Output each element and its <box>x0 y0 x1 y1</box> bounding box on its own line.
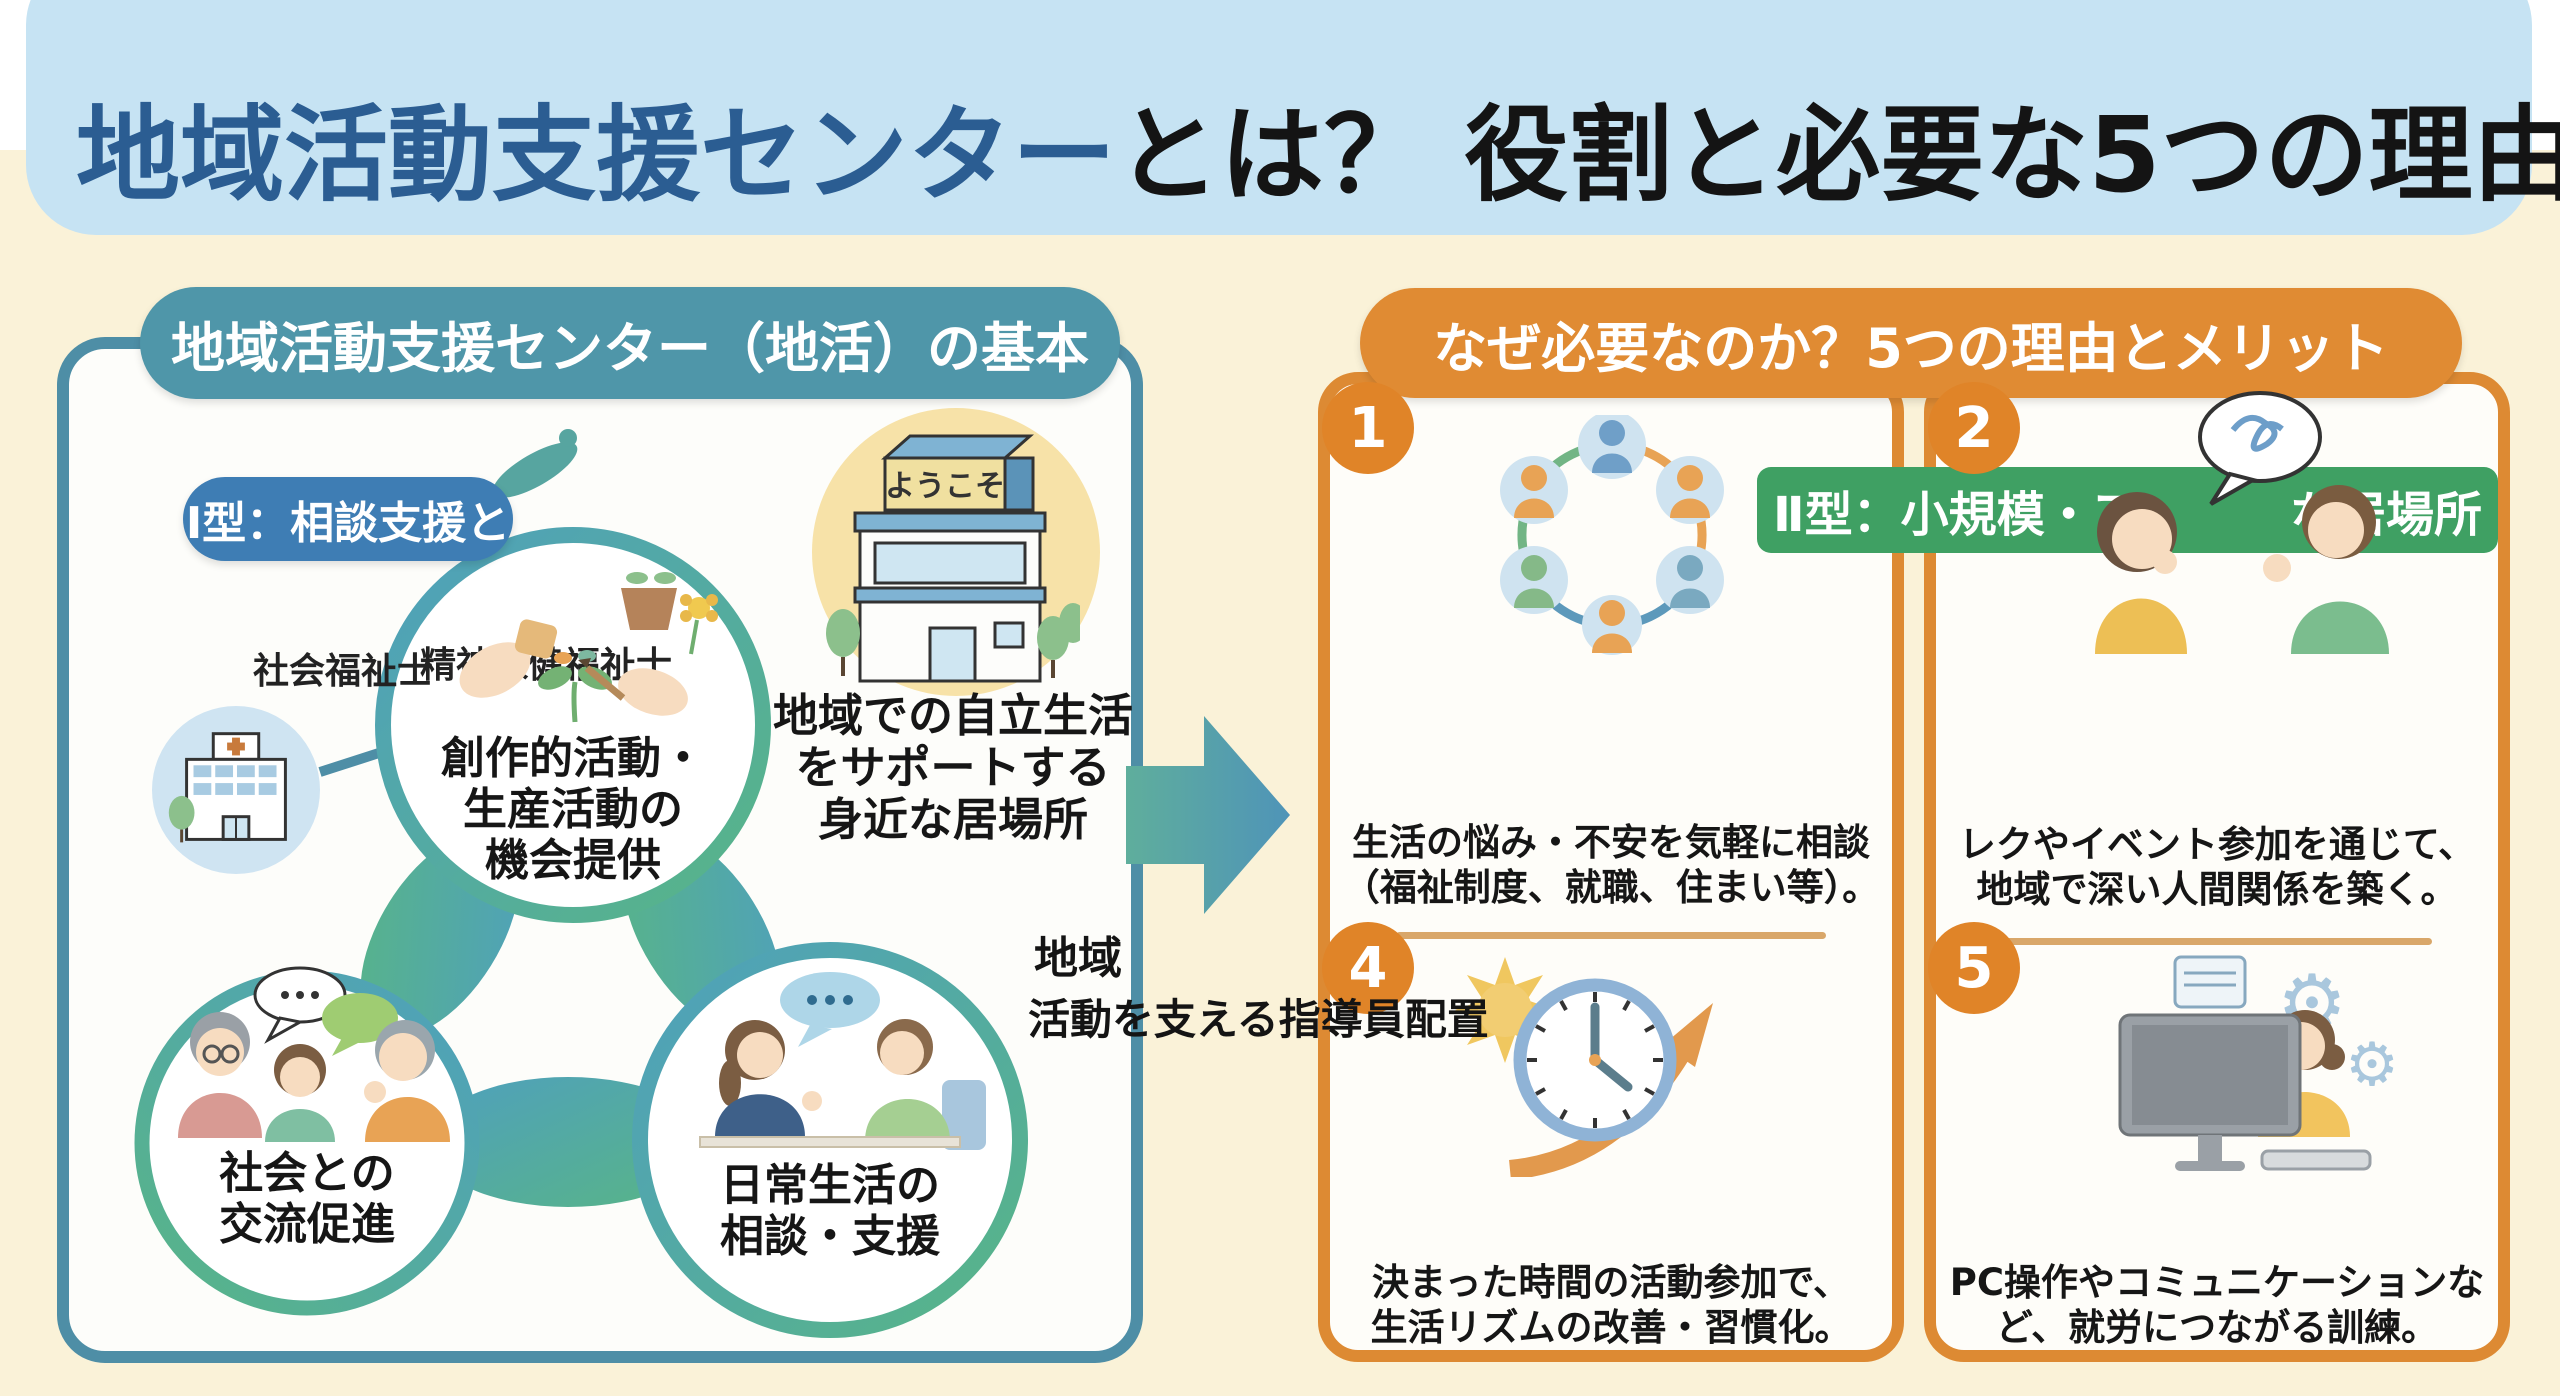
social-participation-icon <box>1500 415 1724 655</box>
hospital-disc <box>152 706 320 874</box>
seniors-chat-icon <box>178 966 450 1142</box>
badge-4: 4 <box>1322 922 1414 1014</box>
page-title-rest: とは？ 役割と必要な5つの理由 <box>1116 94 2560 216</box>
counseling-icon <box>699 972 986 1150</box>
left-panel-header: 地域活動支援センター（地活）の基本 <box>140 287 1120 399</box>
item5-body: PC操作やコミュニケーションな ど、就労につながる訓練。 <box>1949 1261 2485 1350</box>
connector-note-line1: 地域 <box>1034 933 1122 984</box>
card-left-divider <box>1396 932 1826 939</box>
craft-hands-plant-icon <box>459 572 718 723</box>
daily-rhythm-icon <box>1455 957 1713 1177</box>
badge-5: 5 <box>1928 922 2020 1014</box>
welcome-building-icon: ようこそ <box>826 434 1080 683</box>
page-title: 地域活動支援センターとは？ 役割と必要な5つの理由 <box>76 103 2560 207</box>
title-banner: 地域活動支援センターとは？ 役割と必要な5つの理由 <box>26 0 2560 235</box>
daily-circle-label: 日常生活の 相談・支援 <box>720 1160 940 1263</box>
item4-body: 決まった時間の活動参加で、 生活リズムの改善・習慣化。 <box>1370 1261 1852 1350</box>
card-right-divider <box>2002 938 2432 945</box>
speech-tail-icon <box>492 429 578 498</box>
pc-skills-icon: ⚙ ⚙ <box>2118 955 2399 1171</box>
gear-icon-small: ⚙ <box>2345 1030 2399 1100</box>
connector-note-line2: 活動を支える指導員配置 <box>1028 995 1489 1044</box>
type1-badge: Ⅰ型：相談支援と <box>183 477 513 561</box>
badge-1: 1 <box>1322 382 1414 474</box>
page-title-highlight: 地域活動支援センター <box>76 94 1117 216</box>
badge-2: 2 <box>1928 382 2020 474</box>
building-caption: 地域での自立生活 をサポートする 身近な居場所 <box>772 689 1134 847</box>
type2-badge-left: Ⅱ型：小規模・ア <box>1773 487 2141 543</box>
social-circle-label: 社会との 交流促進 <box>219 1148 395 1251</box>
staff-label-social-worker: 社会福祉士 <box>253 651 434 692</box>
creative-circle-label: 創作的活動・ 生産活動の 機会提供 <box>441 733 705 887</box>
item2-body: レクやイベント参加を通じて、 地域で深い人間関係を築く。 <box>1958 823 2476 912</box>
building-sign-text: ようこそ <box>885 469 1005 504</box>
flow-arrow-icon <box>1126 716 1290 914</box>
item1-body: 生活の悩み・不安を気軽に相談 （福祉制度、就職、住まい等）。 <box>1342 821 1880 910</box>
consult-people-icon <box>2095 391 2389 654</box>
right-panel-header: なぜ必要なのか？5つの理由とメリット <box>1360 288 2462 398</box>
hospital-icon <box>168 732 287 843</box>
